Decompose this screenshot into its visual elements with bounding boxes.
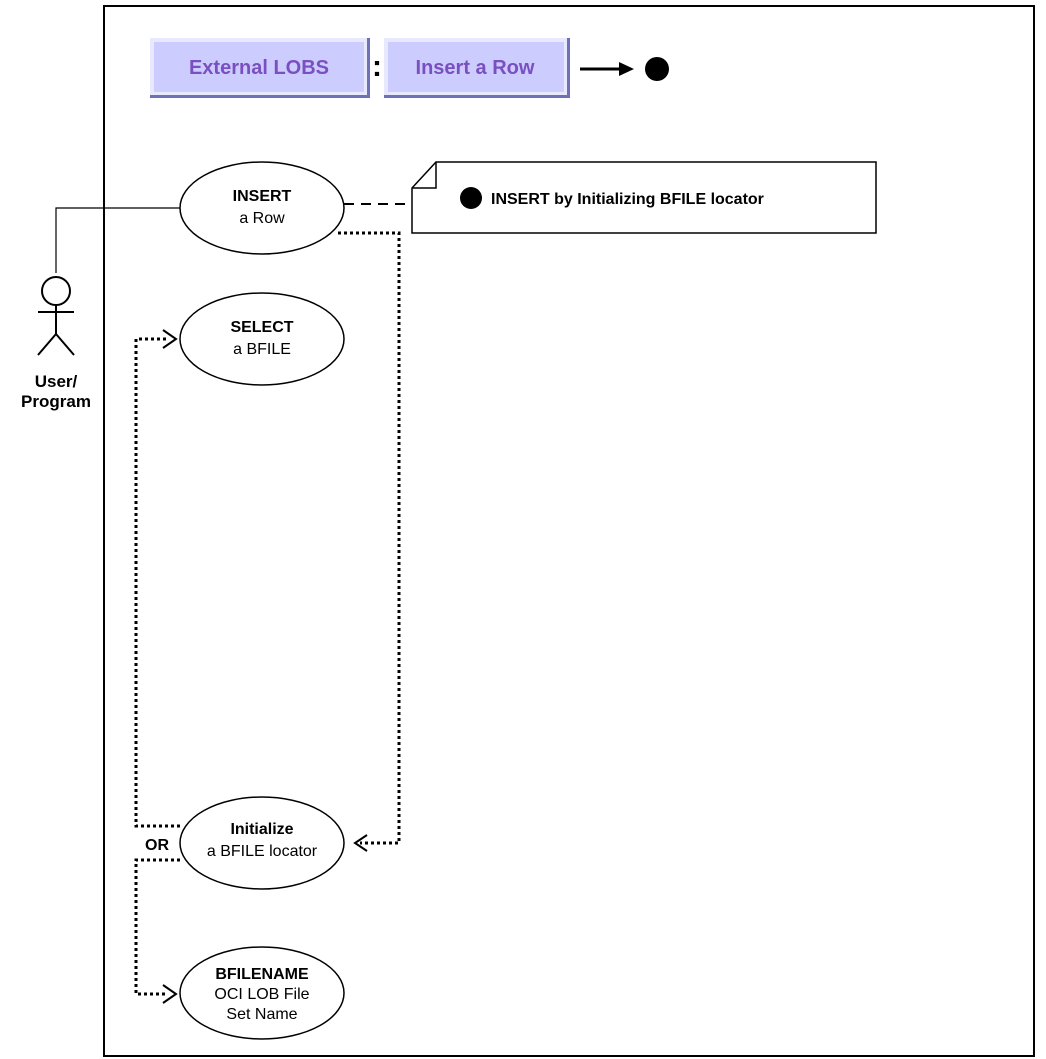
note-marker-label: C <box>466 191 476 206</box>
dependency-initialize-to-select <box>134 337 180 828</box>
breadcrumb-separator: : <box>372 50 382 83</box>
actor-association-line <box>55 207 181 273</box>
arrowhead-open-right-icon <box>162 984 178 1004</box>
arrowhead-open-left-icon <box>353 834 368 852</box>
marker-c-icon[interactable]: C <box>645 57 669 81</box>
usecase-initialize-bfile-locator[interactable]: Initialize a BFILE locator <box>179 796 345 890</box>
usecase-bfilename-title: BFILENAME <box>215 966 309 983</box>
marker-c-label: C <box>652 61 662 77</box>
usecase-insert-a-row[interactable]: INSERT a Row <box>179 161 345 255</box>
breadcrumb-insert-a-row[interactable]: Insert a Row <box>384 38 570 98</box>
breadcrumb-external-lobs[interactable]: External LOBS <box>150 38 370 98</box>
note-marker-c-icon: C <box>460 187 482 209</box>
note-insert-by-initializing[interactable]: C INSERT by Initializing BFILE locator <box>411 161 877 234</box>
dependency-initialize-to-bfilename <box>134 858 180 996</box>
note-text: INSERT by Initializing BFILE locator <box>491 191 764 208</box>
usecase-initialize-title: Initialize <box>230 821 293 838</box>
usecase-insert-subtitle: a Row <box>239 210 285 227</box>
arrow-right-icon <box>580 62 634 76</box>
usecase-select-a-bfile[interactable]: SELECT a BFILE <box>179 292 345 386</box>
usecase-bfilename[interactable]: BFILENAME OCI LOB File Set Name <box>179 946 345 1040</box>
actor-label-line2: Program <box>21 392 91 411</box>
breadcrumb-external-lobs-label: External LOBS <box>189 57 329 79</box>
usecase-initialize-subtitle: a BFILE locator <box>207 843 318 860</box>
actor-label-line1: User/ <box>35 372 78 391</box>
stick-figure-icon <box>37 276 75 356</box>
usecase-bfilename-subtitle2: Set Name <box>226 1006 297 1023</box>
usecase-bfilename-subtitle: OCI LOB File <box>214 986 309 1003</box>
or-label: OR <box>145 837 169 854</box>
usecase-select-title: SELECT <box>230 319 293 336</box>
dependency-insert-to-initialize <box>338 231 401 845</box>
usecase-insert-title: INSERT <box>233 188 292 205</box>
breadcrumb-insert-a-row-label: Insert a Row <box>416 57 535 79</box>
arrowhead-open-right-icon <box>162 329 178 349</box>
system-boundary <box>103 5 1035 1057</box>
usecase-select-subtitle: a BFILE <box>233 341 291 358</box>
